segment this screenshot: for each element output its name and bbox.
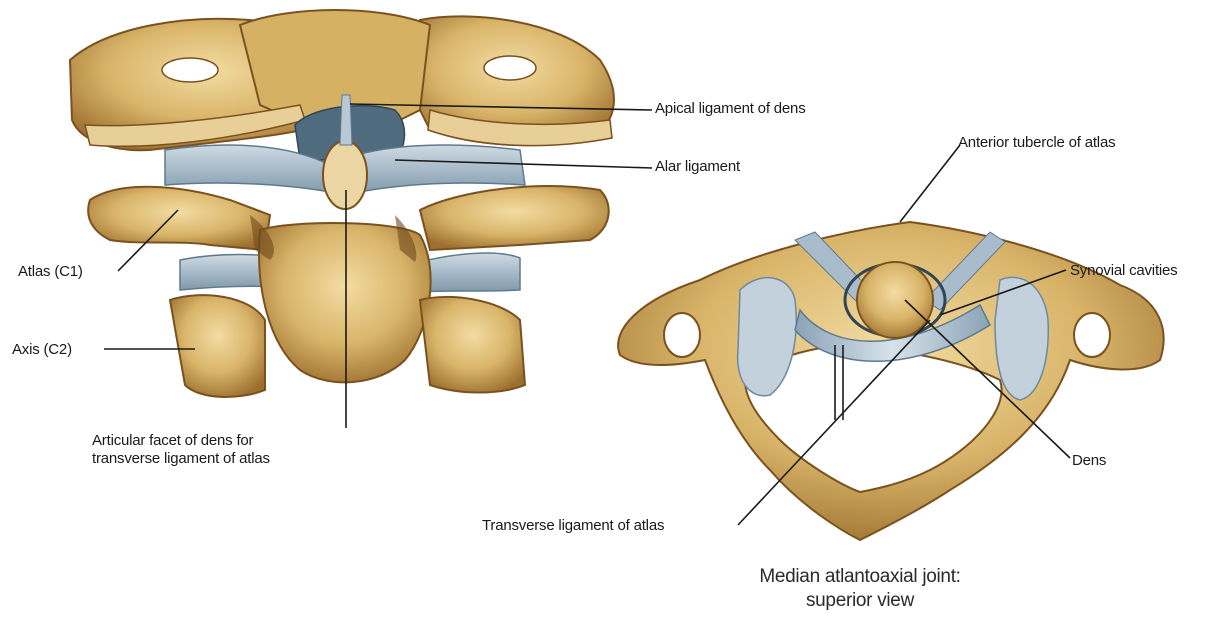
transverse-foramen-right (1074, 313, 1110, 357)
figure-caption-line2: superior view (720, 590, 1000, 612)
label-alar-ligament: Alar ligament (655, 158, 740, 175)
atlas-right-mass (420, 186, 609, 250)
foramen-right (484, 56, 536, 80)
figure-caption-line1: Median atlantoaxial joint: (720, 566, 1000, 588)
atlas-left-mass (88, 187, 270, 250)
label-axis-c2: Axis (C2) (12, 341, 72, 358)
label-articular-facet-line2: transverse ligament of atlas (92, 450, 270, 467)
label-atlas-c1: Atlas (C1) (18, 263, 83, 280)
label-apical-ligament-of-dens: Apical ligament of dens (655, 100, 806, 117)
label-anterior-tubercle-of-atlas: Anterior tubercle of atlas (958, 134, 1115, 151)
occipital-center (240, 10, 430, 120)
axis-left-process (170, 295, 265, 397)
transverse-foramen-left (664, 313, 700, 357)
label-transverse-ligament-of-atlas: Transverse ligament of atlas (482, 517, 664, 534)
foramen-left (162, 58, 218, 82)
dens-superior (857, 262, 933, 338)
atlantoaxial-capsule-right (420, 253, 520, 292)
posterior-view-group (70, 10, 614, 397)
label-articular-facet-line1: Articular facet of dens for (92, 432, 253, 449)
leader-anterior-tubercle (900, 145, 960, 222)
label-synovial-cavities: Synovial cavities (1070, 262, 1177, 279)
apical-ligament (340, 95, 352, 145)
dens-posterior (323, 141, 367, 209)
axis-right-process (420, 297, 525, 393)
label-dens: Dens (1072, 452, 1106, 469)
